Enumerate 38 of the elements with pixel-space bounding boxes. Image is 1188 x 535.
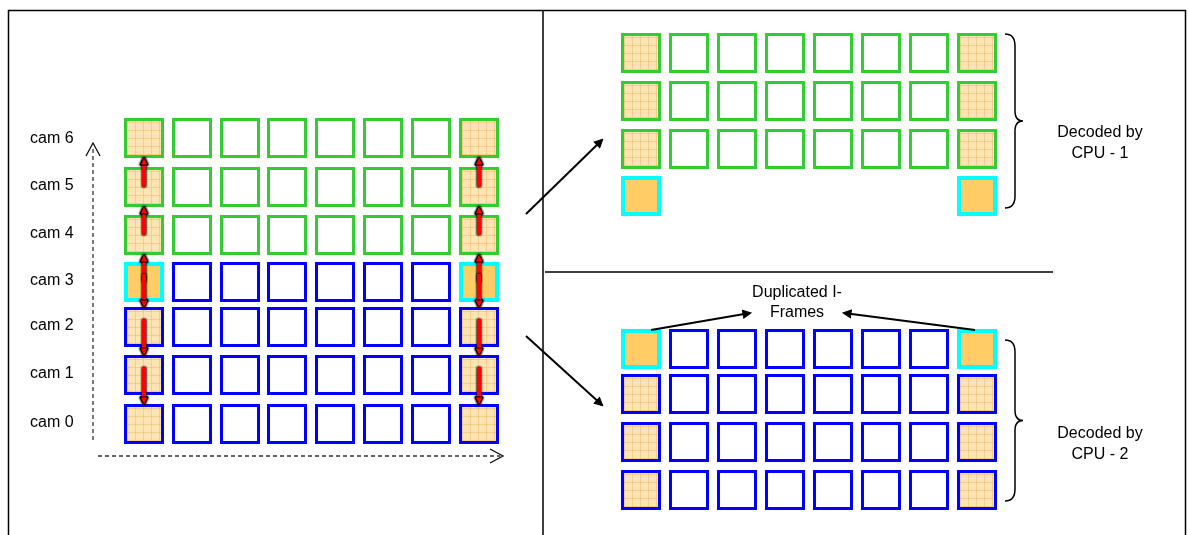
callout-text: Duplicated I-Frames <box>752 282 842 322</box>
frame-square <box>621 129 661 169</box>
bracket-label: Decoded by CPU - 2 <box>1056 423 1144 464</box>
row-label: cam 2 <box>30 316 74 334</box>
frame-square <box>459 355 499 395</box>
row-label: cam 3 <box>30 271 74 289</box>
i-frame <box>957 329 997 369</box>
frame-square <box>124 355 164 395</box>
arrow <box>842 309 976 331</box>
arrow <box>139 205 149 235</box>
arrow <box>474 319 484 357</box>
arrow <box>525 335 604 407</box>
arrow <box>474 156 484 187</box>
frame-square <box>459 118 499 158</box>
row-label: cam 1 <box>30 364 74 382</box>
frame-square <box>124 118 164 158</box>
frame-square <box>459 215 499 255</box>
frame-square <box>124 307 164 347</box>
row-label: cam 0 <box>30 413 74 431</box>
frame-square <box>124 404 164 444</box>
row-label: cam 6 <box>30 129 74 147</box>
frame-square <box>124 215 164 255</box>
arrow <box>525 138 604 215</box>
frame-square <box>459 167 499 207</box>
i-frame <box>621 329 661 369</box>
frame-square <box>459 307 499 347</box>
row-label: cam 4 <box>30 224 74 242</box>
arrow <box>650 309 752 331</box>
arrow <box>139 319 149 357</box>
bracket-label: Decoded by CPU - 1 <box>1056 122 1144 163</box>
row-label: cam 5 <box>30 176 74 194</box>
arrow <box>139 156 149 187</box>
arrow <box>139 367 149 406</box>
frame-square <box>459 404 499 444</box>
frame-square <box>124 167 164 207</box>
arrow <box>474 205 484 235</box>
frame-square <box>621 374 661 414</box>
arrow <box>474 367 484 406</box>
